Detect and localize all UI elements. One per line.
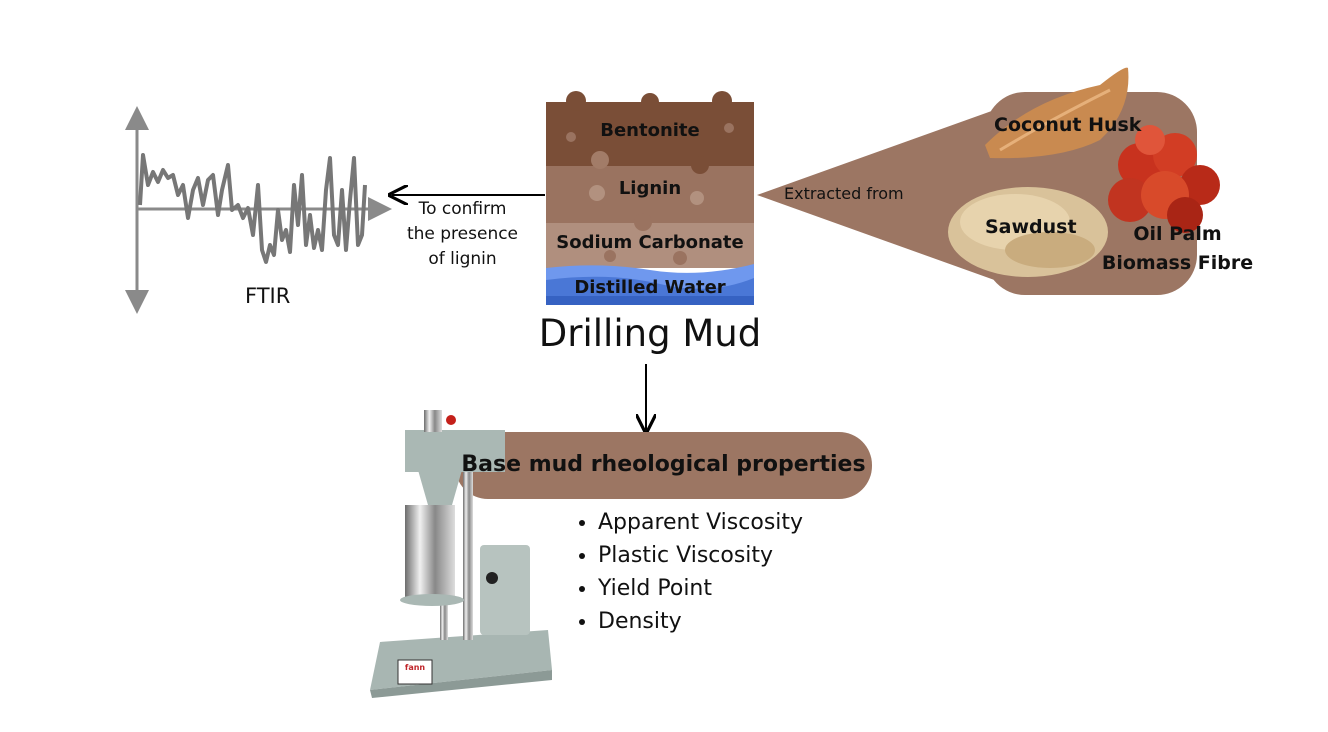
coconut-husk-image	[985, 67, 1129, 159]
brand-label: fann	[405, 663, 426, 672]
oil-palm-fruit-image	[1108, 125, 1220, 233]
mud-title: Drilling Mud	[538, 312, 762, 355]
arrow-note-line: To confirm	[418, 199, 507, 219]
property-item: Plastic Viscosity	[598, 539, 803, 572]
arrow-note-line: of lignin	[428, 249, 497, 269]
sawdust-image	[948, 187, 1108, 277]
arrow-note-line: the presence	[406, 224, 519, 244]
layer-distilled-water: Distilled Water	[574, 277, 726, 298]
layer-bentonite: Bentonite	[600, 120, 700, 141]
properties-list: Apparent Viscosity Plastic Viscosity Yie…	[578, 506, 803, 638]
oil-palm-line: Oil Palm	[1133, 223, 1222, 245]
property-item: Density	[598, 605, 803, 638]
properties-pill	[455, 432, 872, 499]
properties-title: Base mud rheological properties	[461, 452, 866, 477]
extracted-label: Extracted from	[784, 184, 904, 203]
property-item: Yield Point	[598, 572, 803, 605]
oil-palm-label: Oil Palm Biomass Fibre	[1100, 220, 1255, 278]
arrow-note: To confirm the presence of lignin	[400, 197, 525, 272]
layer-lignin: Lignin	[618, 178, 682, 199]
layer-sodium-carbonate: Sodium Carbonate	[556, 232, 744, 253]
coconut-husk-label: Coconut Husk	[994, 114, 1142, 136]
mud-layers-illustration	[546, 91, 754, 305]
ftir-label: FTIR	[245, 284, 291, 308]
ftir-plot-icon	[125, 106, 392, 314]
viscometer-image: fann	[370, 410, 552, 698]
property-item: Apparent Viscosity	[598, 506, 803, 539]
sawdust-label: Sawdust	[985, 216, 1077, 238]
oil-palm-line: Biomass Fibre	[1101, 252, 1254, 274]
